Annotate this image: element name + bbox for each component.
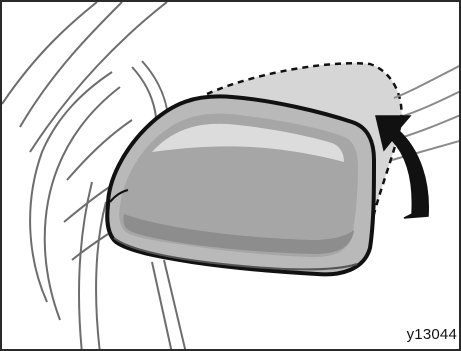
figure-code-label: y13044 bbox=[407, 326, 457, 343]
mirror-housing bbox=[107, 96, 374, 274]
